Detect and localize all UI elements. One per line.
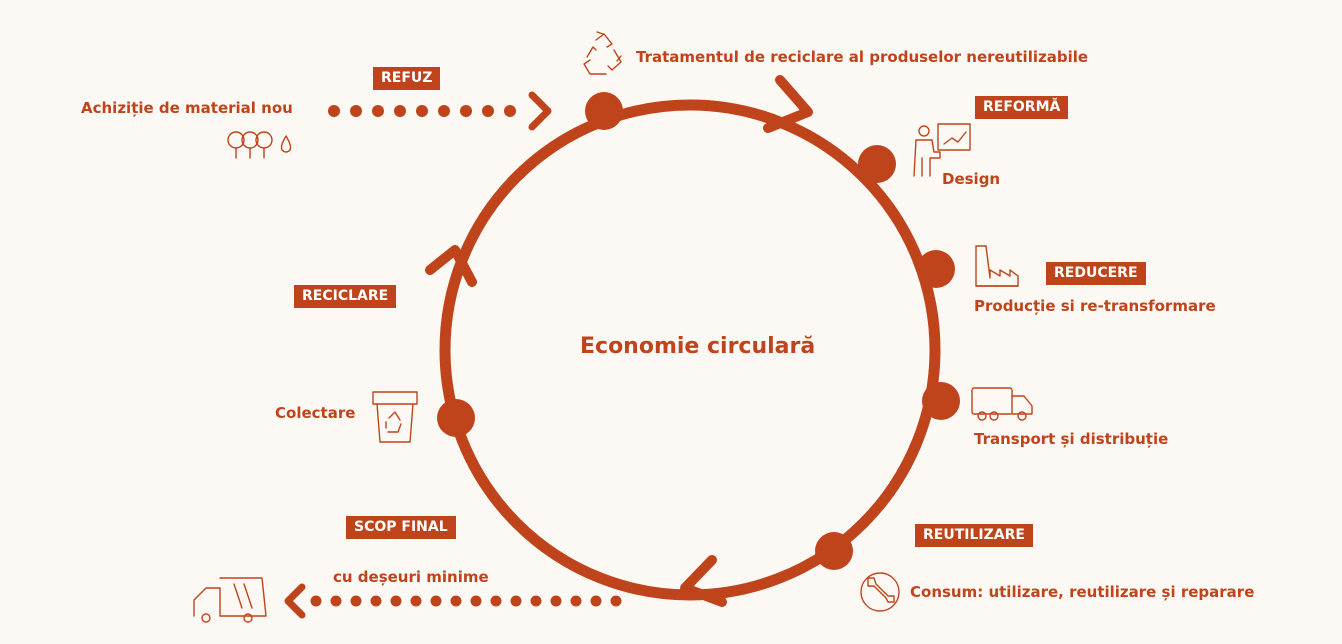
recycle-bin-icon bbox=[372, 391, 418, 443]
center-title: Economie circulară bbox=[580, 334, 816, 359]
truck-icon bbox=[971, 387, 1033, 421]
input-label: Achiziție de material nou bbox=[81, 99, 293, 117]
stage-label-consumption: Consum: utilizare, reutilizare și repara… bbox=[910, 583, 1255, 601]
cycle-arrow-bottom bbox=[680, 555, 727, 607]
stage-node-design bbox=[858, 145, 896, 183]
cycle-arrow-top bbox=[763, 75, 813, 133]
stage-label-production: Producție si re-transformare bbox=[974, 297, 1216, 315]
stage-label-design: Design bbox=[942, 170, 1001, 188]
tag-reutilizare: REUTILIZARE bbox=[915, 524, 1033, 547]
stage-node-transport bbox=[922, 382, 960, 420]
tag-reforma: REFORMĂ bbox=[975, 96, 1069, 119]
factory-icon bbox=[975, 245, 1019, 287]
tag-reciclare: RECICLARE bbox=[294, 285, 397, 308]
tag-reducere: REDUCERE bbox=[1046, 262, 1146, 285]
cycle-arrow-left bbox=[425, 245, 477, 287]
output-arrow-head bbox=[284, 583, 306, 619]
input-arrow-head bbox=[528, 91, 552, 131]
input-dotted-path bbox=[328, 105, 516, 117]
stage-label-collection: Colectare bbox=[275, 404, 356, 422]
tag-refuz: REFUZ bbox=[373, 67, 441, 90]
recycle-icon bbox=[583, 31, 622, 75]
tag-scop-final: SCOP FINAL bbox=[346, 516, 456, 539]
stage-node-collection bbox=[437, 399, 475, 437]
stage-label-transport: Transport și distribuție bbox=[974, 430, 1169, 448]
wrench-icon bbox=[860, 572, 900, 612]
stage-node-production bbox=[917, 250, 955, 288]
stage-node-consumption bbox=[815, 532, 853, 570]
trees-water-icon bbox=[227, 131, 292, 159]
output-label: cu deșeuri minime bbox=[333, 568, 489, 586]
presentation-icon bbox=[913, 123, 971, 177]
stage-node-top bbox=[585, 92, 623, 130]
output-dotted-path bbox=[310, 595, 622, 607]
garbage-truck-icon bbox=[193, 577, 267, 623]
stage-label-top: Tratamentul de reciclare al produselor n… bbox=[636, 48, 1089, 66]
